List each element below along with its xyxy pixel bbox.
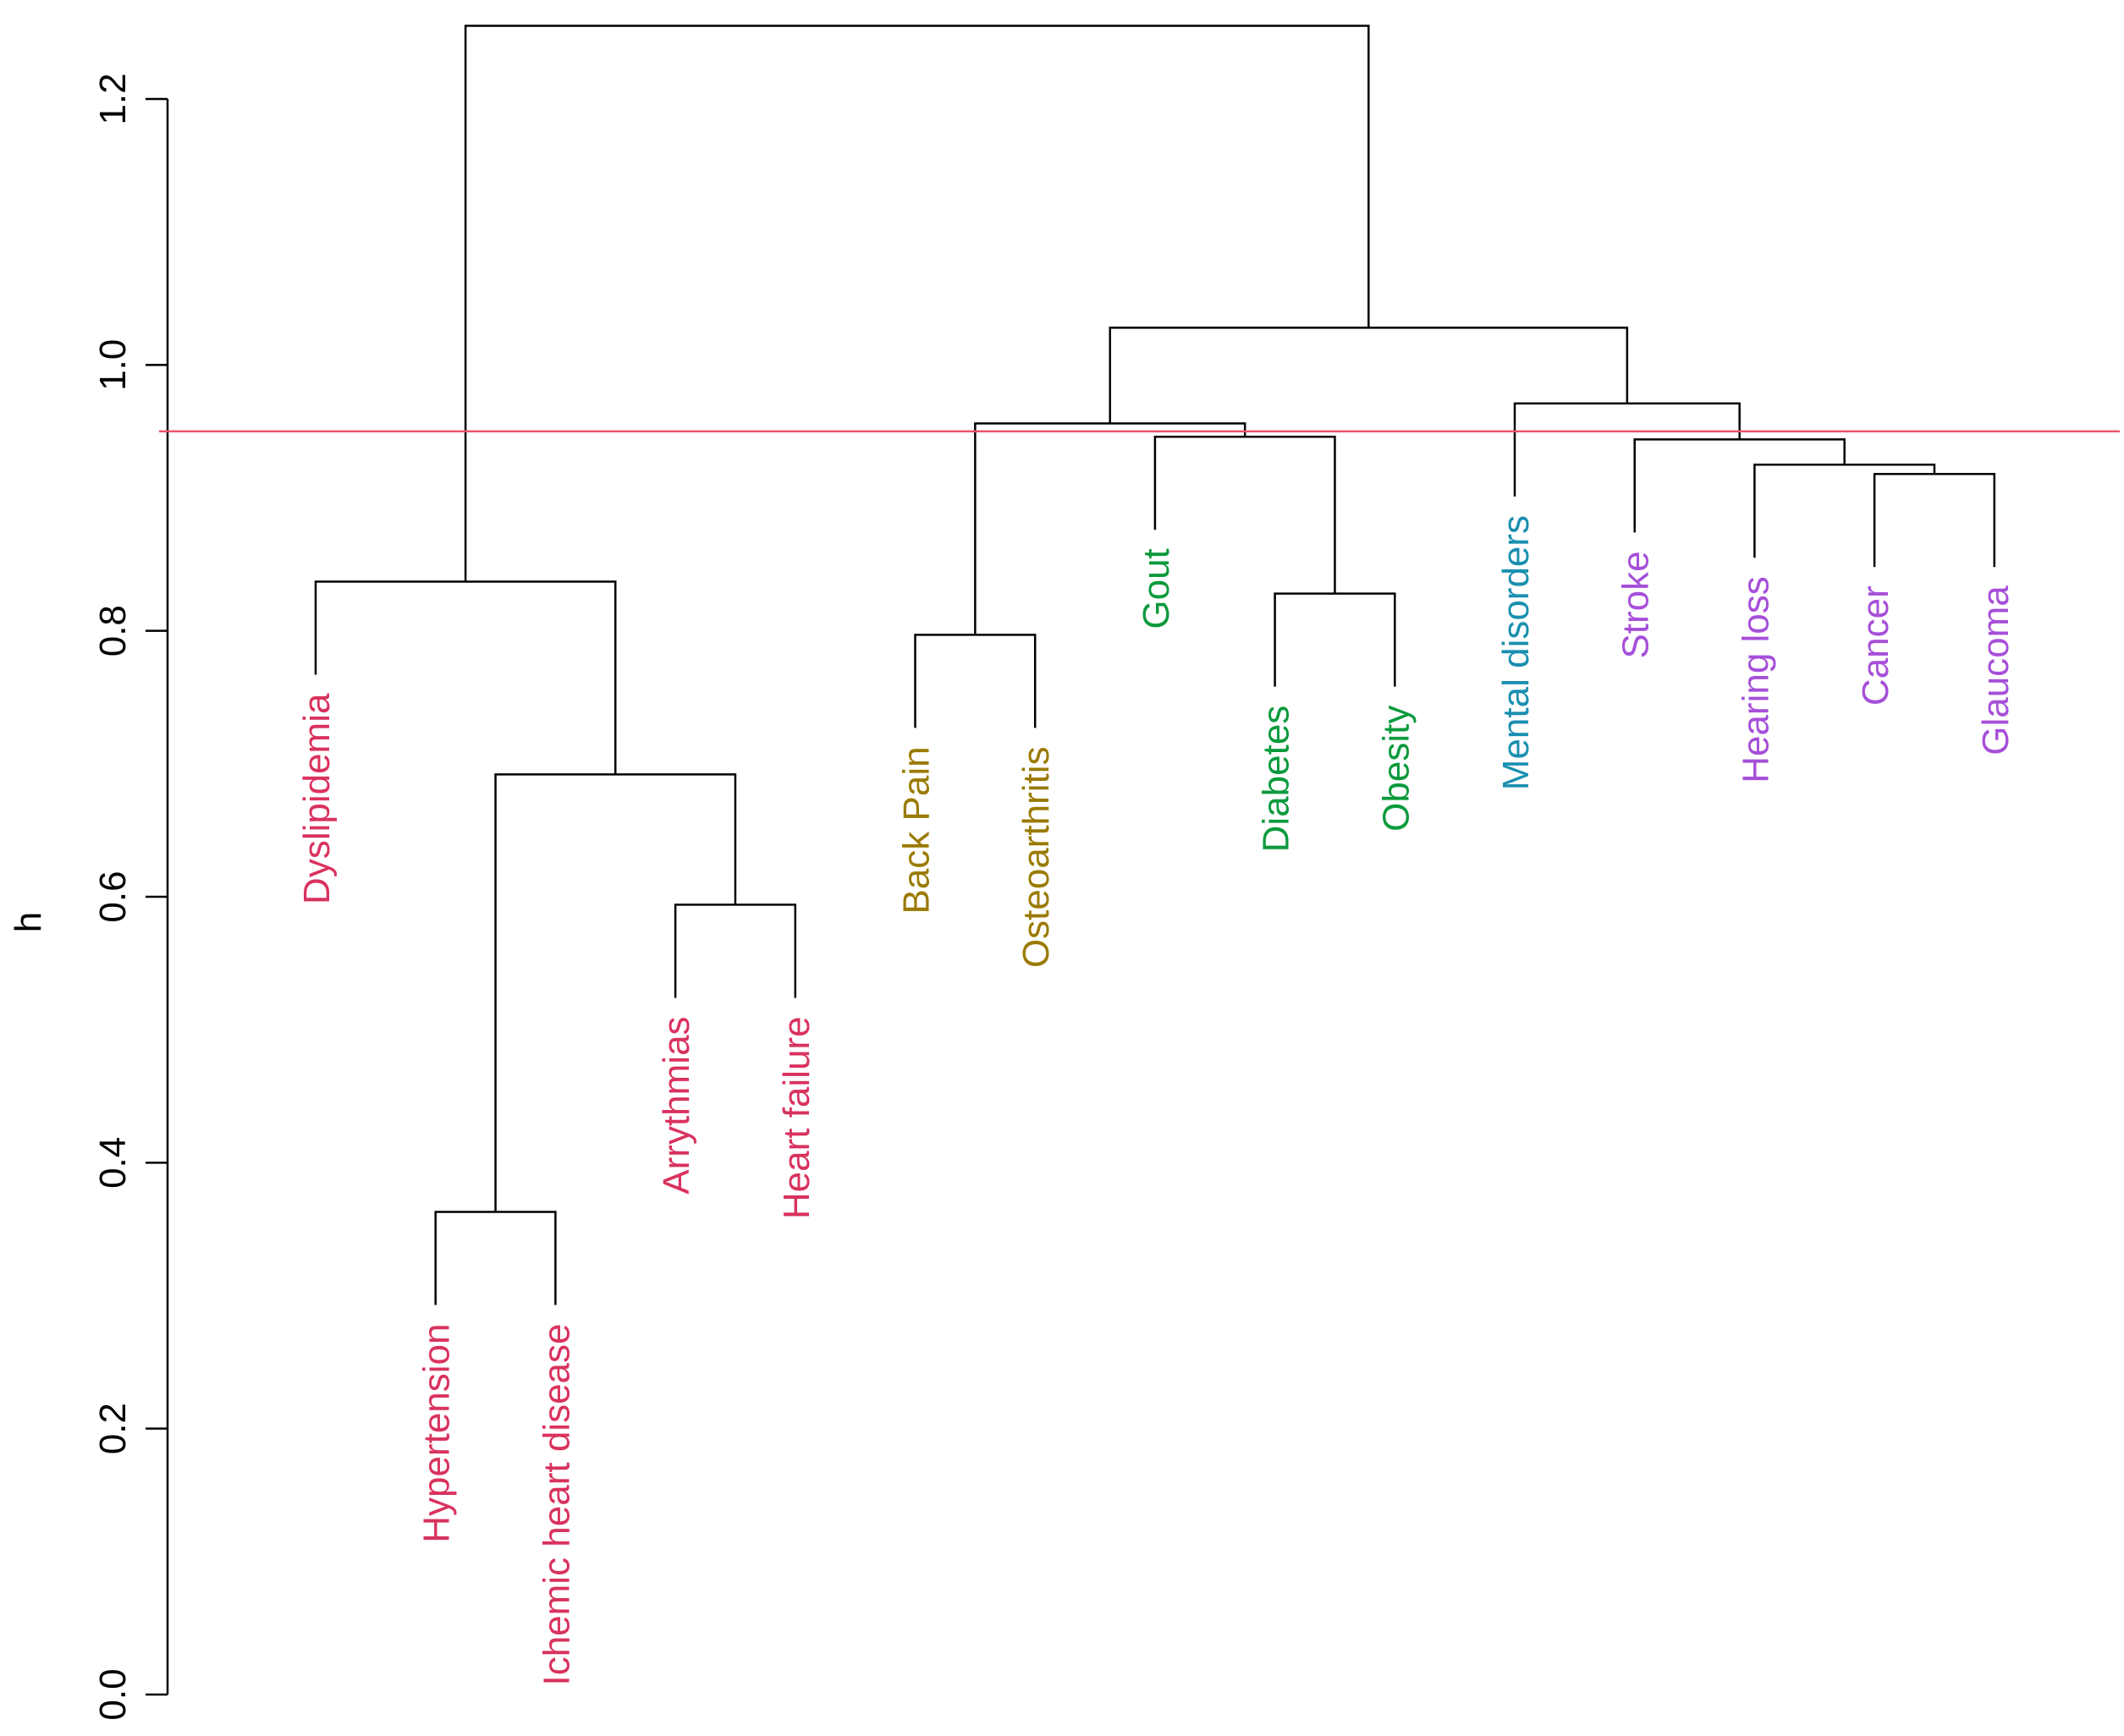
- leaf-label: Hypertension: [416, 1324, 458, 1543]
- y-tick-label: 0.4: [92, 1137, 134, 1189]
- y-tick-label: 0.8: [92, 605, 134, 656]
- leaf-label: Obesity: [1375, 706, 1417, 832]
- y-tick-label: 0.2: [92, 1403, 134, 1454]
- dendrogram-branch: [1274, 592, 1396, 687]
- dendrogram-branch: [1873, 472, 1996, 568]
- dendrogram-branch: [674, 904, 797, 998]
- dendrogram-branch: [434, 1211, 557, 1305]
- dendrogram-branch: [1753, 463, 1936, 558]
- dendrogram-branch: [314, 580, 617, 775]
- dendrogram-branch: [914, 634, 1037, 728]
- leaf-label: Cancer: [1855, 585, 1896, 706]
- dendrogram-branches: [314, 25, 1996, 1305]
- dendrogram-branch: [1633, 438, 1846, 533]
- dendrogram-branch: [464, 25, 1370, 582]
- dendrogram-branch: [1109, 327, 1629, 424]
- leaf-label: Hearing loss: [1735, 576, 1776, 783]
- leaf-label: Arrythmias: [656, 1016, 697, 1194]
- leaf-label: Diabetes: [1256, 706, 1297, 853]
- dendrogram-branch: [494, 773, 737, 1212]
- leaf-label: Ichemic heart disease: [536, 1324, 577, 1686]
- leaf-label: Stroke: [1615, 551, 1657, 658]
- dendrogram-branch: [974, 422, 1246, 635]
- y-tick-label: 1.2: [92, 73, 134, 124]
- leaf-label: Glaucoma: [1975, 585, 2017, 755]
- y-tick-label: 0.6: [92, 871, 134, 922]
- y-tick-label: 1.0: [92, 339, 134, 391]
- y-axis: 0.0 0.2 0.4 0.6 0.8 1.0 1.2: [92, 73, 169, 1721]
- y-tick-label: 0.0: [92, 1668, 134, 1720]
- dendrogram-branch: [1153, 435, 1336, 594]
- dendrogram-branch: [1513, 402, 1741, 497]
- leaf-label: Mental disorders: [1495, 515, 1537, 790]
- y-axis-label: h: [8, 912, 49, 932]
- leaf-label: Osteoarthritis: [1015, 746, 1057, 968]
- leaf-label: Dyslipidemia: [296, 693, 338, 904]
- leaf-label: Back Pain: [896, 746, 938, 914]
- leaf-label: Heart failure: [776, 1016, 817, 1219]
- leaf-label: Gout: [1136, 548, 1177, 629]
